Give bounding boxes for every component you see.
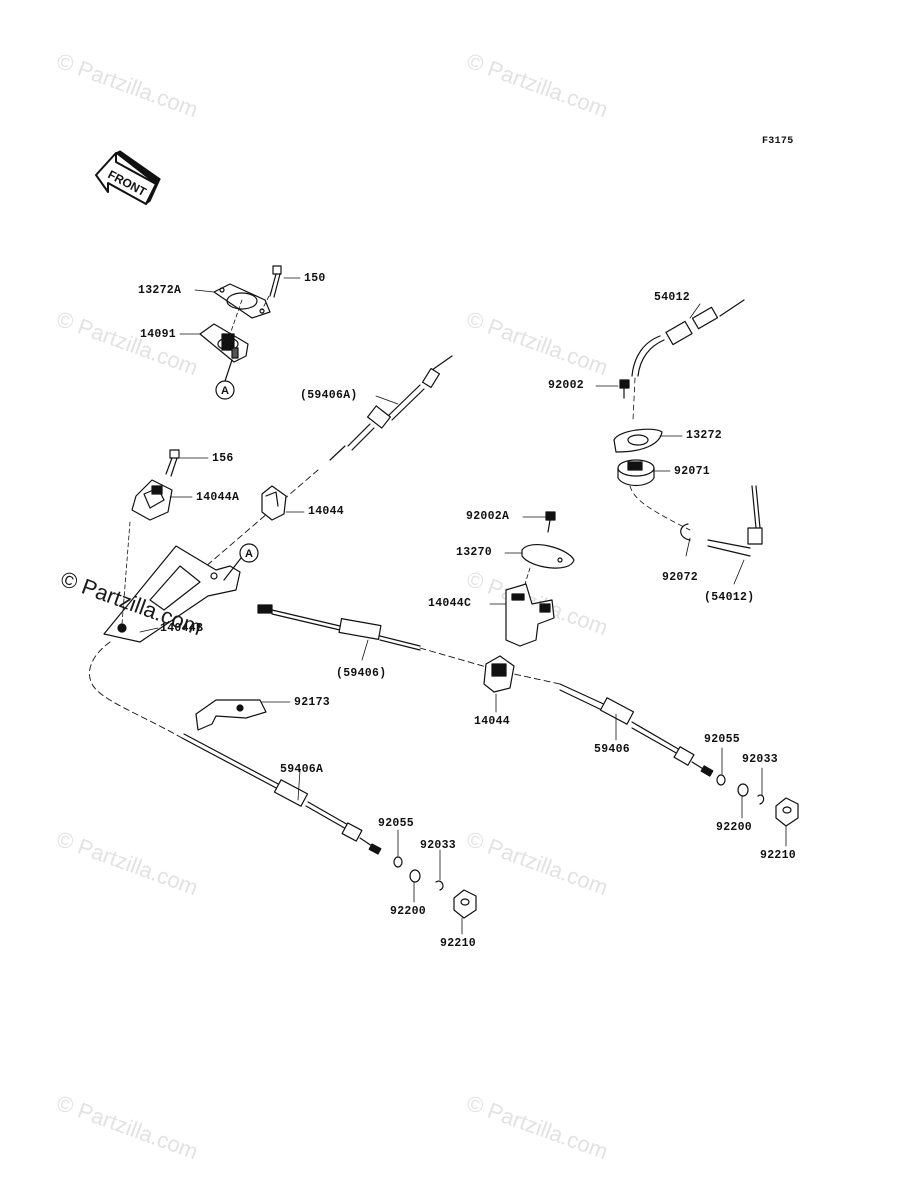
label-92210-left: 92210: [440, 937, 477, 950]
label-156: 156: [212, 452, 234, 465]
figure-code: F3175: [762, 136, 794, 147]
label-92002: 92002: [548, 379, 585, 392]
label-13272: 13272: [686, 429, 723, 442]
bracket-14044c: [505, 583, 555, 647]
gasket-13272: [613, 428, 663, 453]
nut-92210-left: [453, 889, 477, 919]
screw-92002a: [545, 511, 556, 533]
label-13272a: 13272A: [138, 284, 182, 297]
label-14044-middle: 14044: [474, 715, 511, 728]
cable-59406-right: [559, 683, 714, 777]
label-59406a-paren: (59406A): [300, 389, 358, 402]
label-59406a: 59406A: [280, 763, 324, 776]
label-92002a: 92002A: [466, 510, 510, 523]
label-92055-left: 92055: [378, 817, 415, 830]
leader-lines: [139, 277, 787, 935]
label-92033-right: 92033: [742, 753, 779, 766]
bolt-150: [269, 265, 282, 298]
label-54012: 54012: [654, 291, 691, 304]
clip-92033-left: [435, 880, 444, 891]
label-54012-paren: (54012): [704, 591, 755, 604]
label-14044c: 14044C: [428, 597, 472, 610]
washer-92200-right: [737, 783, 749, 797]
connector-a-marker: A: [215, 359, 235, 400]
label-14091: 14091: [140, 328, 177, 341]
bracket-92173: [195, 699, 267, 731]
cable-59406-middle: [257, 604, 561, 685]
bracket-14044b: [103, 521, 241, 643]
label-92200-left: 92200: [390, 905, 427, 918]
label-13270: 13270: [456, 546, 493, 559]
cable-54012-lower: [629, 485, 763, 557]
oring-92055-right: [716, 774, 726, 786]
bolt-92002: [619, 379, 630, 399]
label-92173: 92173: [294, 696, 331, 709]
nut-92210-right: [775, 797, 799, 827]
label-92033-left: 92033: [420, 839, 457, 852]
label-92055-right: 92055: [704, 733, 741, 746]
boss-14091: [199, 323, 249, 363]
bolt-156: [165, 449, 180, 477]
clip-14044-middle: [483, 655, 515, 693]
cable-59406a-lower: [89, 641, 382, 855]
label-59406-paren: (59406): [336, 667, 387, 680]
washer-92200-left: [409, 869, 421, 883]
grommet-92071: [617, 459, 655, 487]
label-92072: 92072: [662, 571, 699, 584]
cable-54012-upper: [631, 299, 745, 421]
svg-text:A: A: [221, 385, 229, 397]
label-14044a: 14044A: [196, 491, 240, 504]
clip-14044-upper: [261, 485, 287, 521]
front-arrow-icon: FRONT: [95, 150, 161, 205]
label-92200-right: 92200: [716, 821, 753, 834]
label-92210-right: 92210: [760, 849, 797, 862]
label-14044-upper: 14044: [308, 505, 345, 518]
label-150: 150: [304, 272, 326, 285]
label-92071: 92071: [674, 465, 711, 478]
svg-text:A: A: [245, 548, 253, 560]
holder-14044a: [131, 479, 173, 521]
plate-13270: [521, 543, 575, 569]
label-59406: 59406: [594, 743, 631, 756]
label-14044b: 14044B: [160, 622, 204, 635]
clip-92033-right: [757, 794, 765, 805]
oring-92055-left: [393, 856, 403, 868]
connector-a-marker: A: [223, 543, 259, 581]
